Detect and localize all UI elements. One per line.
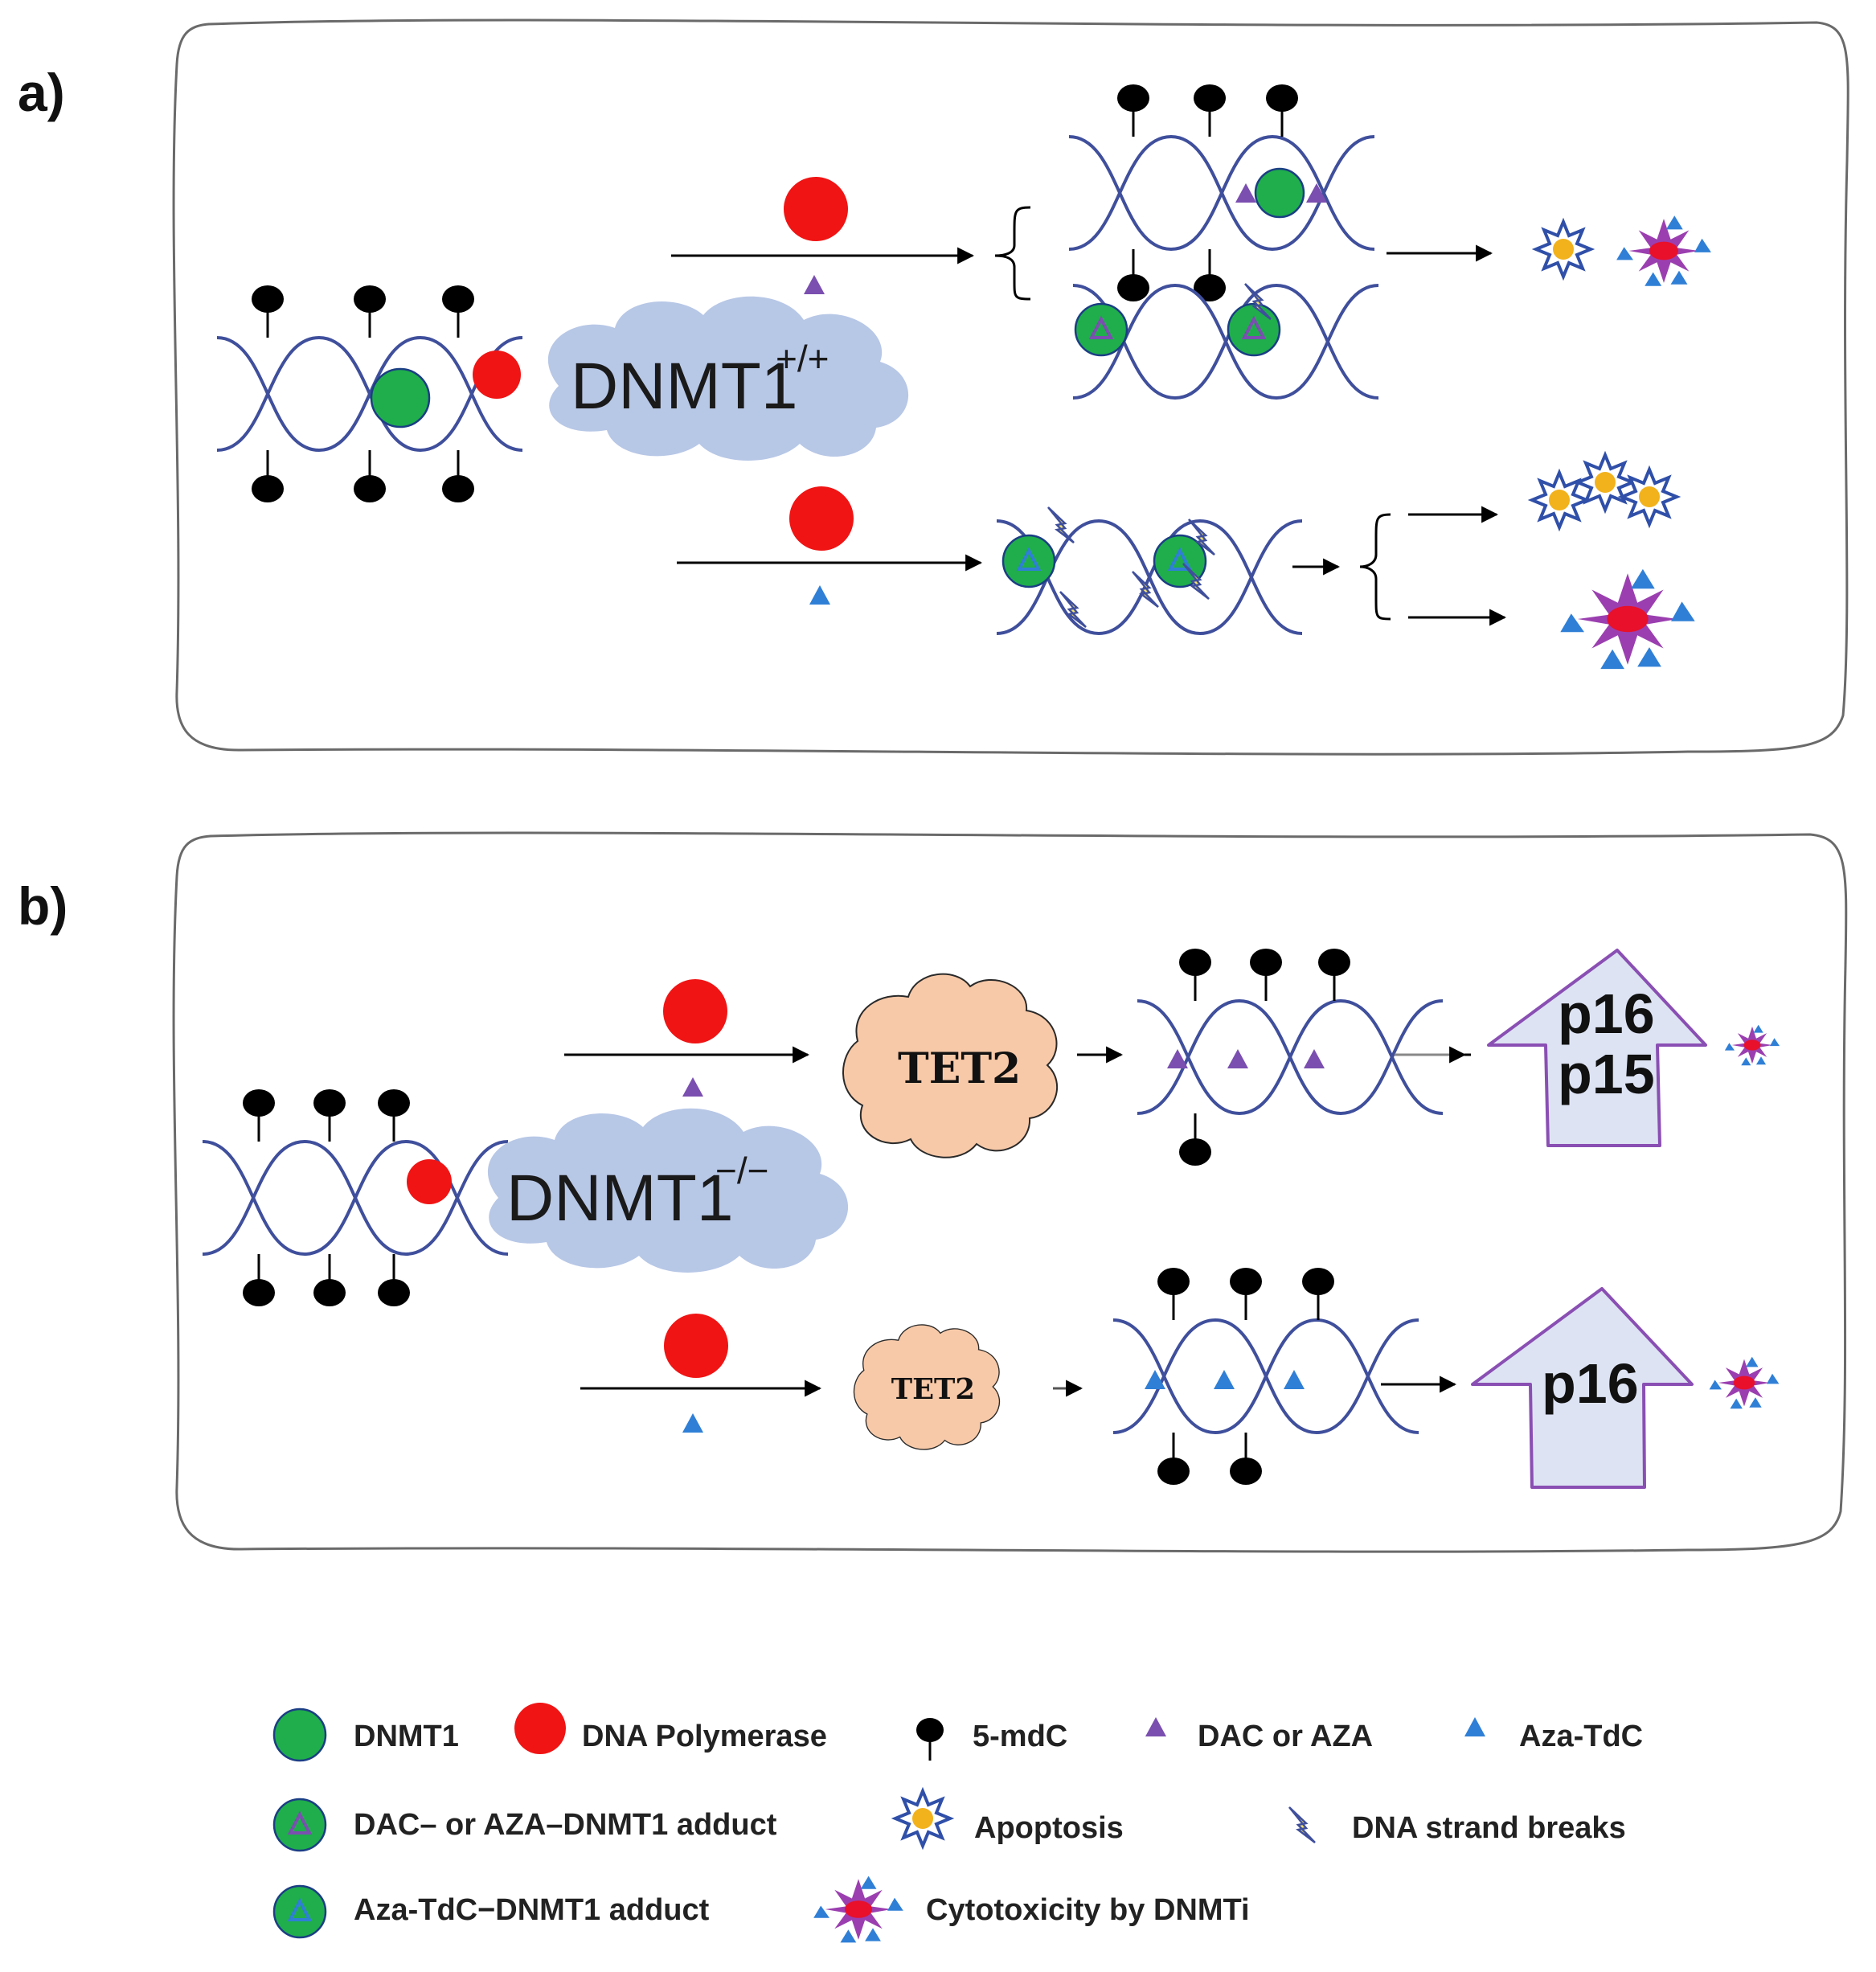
panel-b-label: b) (18, 876, 68, 936)
svg-text:p16: p16 (1542, 1352, 1639, 1415)
mdc-legend-icon (916, 1718, 944, 1761)
svg-text:p15: p15 (1558, 1043, 1655, 1105)
dna-polymerase (473, 351, 521, 399)
aza-tdc-triangle (682, 1413, 703, 1433)
cytotoxicity-icon (1709, 1356, 1780, 1409)
dna-polymerase (663, 979, 727, 1043)
gene-upregulation-arrow-bottom: p16 (1471, 1287, 1694, 1489)
legend-dnmt1: DNMT1 (354, 1720, 459, 1753)
dac-aza-legend-icon (1145, 1717, 1166, 1736)
legend-dac-adduct: DAC– or AZA–DNMT1 adduct (354, 1808, 777, 1842)
dna-polymerase (784, 177, 848, 241)
aza-adduct-legend-icon (272, 1884, 327, 1939)
dna-polymerase (664, 1314, 728, 1378)
svg-text:TET2: TET2 (898, 1044, 1021, 1093)
legend-aza-adduct: Aza-TdC−DNMT1 adduct (354, 1893, 710, 1927)
dna-polymerase (407, 1159, 452, 1204)
cytotoxicity-icon (1560, 568, 1695, 670)
panel-a-label: a) (18, 63, 65, 122)
svg-text:DNMT1: DNMT1 (571, 350, 797, 423)
legend: DNMT1 DNA Polymerase 5-mdC DAC or AZA Az… (272, 1703, 1643, 1943)
strand-break-legend-icon (1288, 1806, 1317, 1844)
panel-a-cloud: DNMT1 +/+ (547, 296, 909, 461)
apoptosis-legend-icon (894, 1790, 952, 1847)
aza-tdc-legend-icon (1464, 1717, 1485, 1736)
apoptosis-cluster (1530, 453, 1678, 529)
panel-b-frame (172, 831, 1848, 1553)
aza-tdc-triangle (809, 585, 830, 605)
dnmt1-legend-icon (272, 1708, 327, 1762)
legend-polymerase: DNA Polymerase (582, 1720, 827, 1753)
cytotoxicity-icon (1724, 1024, 1780, 1066)
cytotoxicity-legend-icon (813, 1876, 903, 1943)
panel-a-dna-breaks (995, 506, 1304, 635)
polymerase-legend-icon (514, 1703, 566, 1754)
svg-text:TET2: TET2 (891, 1373, 975, 1406)
legend-aza-tdc: Aza-TdC (1519, 1720, 1643, 1753)
dac-adduct-legend-icon (272, 1798, 327, 1852)
svg-text:p16: p16 (1558, 982, 1655, 1045)
panel-b-dna-top (1136, 947, 1444, 1167)
gene-upregulation-arrow-top: p16 p15 (1487, 949, 1707, 1147)
cytotoxicity-icon (1616, 215, 1711, 286)
dac-aza-triangle (682, 1077, 703, 1097)
apoptosis-icon (1534, 220, 1592, 278)
legend-mdc: 5-mdC (973, 1720, 1067, 1753)
panel-a-frame (172, 18, 1849, 756)
panel-b-start-dna (201, 1088, 510, 1308)
legend-dac-aza: DAC or AZA (1198, 1720, 1373, 1753)
tet2-enzyme-bottom: TET2 (853, 1324, 1001, 1450)
panel-b-cloud: DNMT1 −/− (487, 1108, 849, 1273)
svg-text:+/+: +/+ (776, 338, 829, 379)
panel-b-dna-bottom (1112, 1266, 1420, 1486)
svg-text:−/−: −/− (715, 1150, 769, 1191)
dac-aza-triangle (804, 275, 825, 294)
dnmt1-enzyme (370, 367, 431, 428)
brace (1359, 513, 1391, 621)
panel-a-start-dna (215, 284, 524, 504)
dna-polymerase (789, 486, 854, 551)
tet2-enzyme-top: TET2 (842, 973, 1059, 1158)
svg-text:DNMT1: DNMT1 (506, 1162, 733, 1235)
legend-breaks: DNA strand breaks (1352, 1811, 1626, 1845)
legend-cytotox: Cytotoxicity by DNMTi (926, 1893, 1250, 1927)
panel-a-dna-adducts (1071, 282, 1380, 400)
panel-a-dna-methylated (1067, 83, 1376, 303)
legend-apoptosis: Apoptosis (974, 1811, 1124, 1845)
brace (994, 206, 1031, 301)
